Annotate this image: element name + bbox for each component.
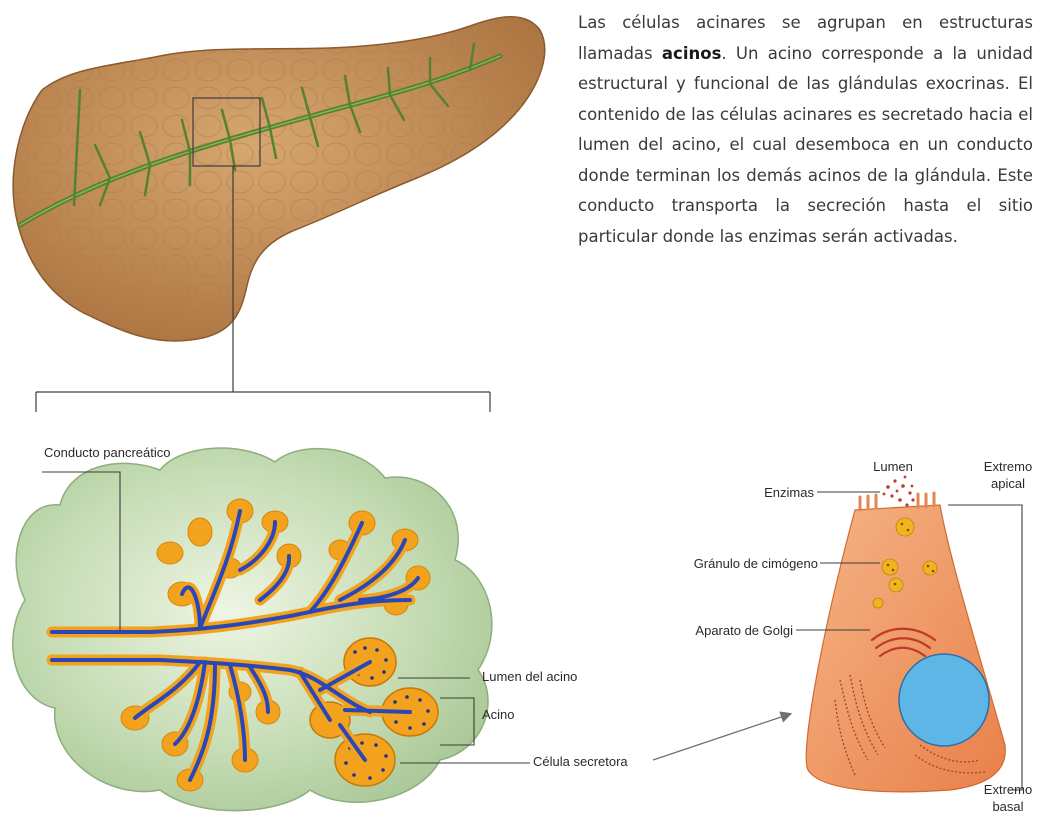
lobule-illustration bbox=[13, 448, 530, 811]
label-extremo-basal-1: Extremo bbox=[976, 782, 1040, 797]
label-lumen: Lumen bbox=[868, 459, 918, 474]
label-conducto-pancreatico: Conducto pancreático bbox=[44, 445, 170, 460]
label-extremo-basal-2: basal bbox=[976, 799, 1040, 814]
description-paragraph: Las células acinares se agrupan en estru… bbox=[578, 8, 1033, 252]
pancreas-illustration bbox=[13, 17, 545, 412]
paragraph-part2: . Un acino corresponde a la unidad estru… bbox=[578, 44, 1033, 246]
label-extremo-apical-2: apical bbox=[976, 476, 1040, 491]
label-lumen-acino: Lumen del acino bbox=[482, 669, 577, 684]
label-celula-secretora: Célula secretora bbox=[533, 754, 628, 769]
label-acino: Acino bbox=[482, 707, 515, 722]
label-aparato-golgi: Aparato de Golgi bbox=[640, 623, 793, 638]
label-extremo-apical-1: Extremo bbox=[976, 459, 1040, 474]
secretory-cell bbox=[796, 476, 1022, 792]
paragraph-bold-term: acinos bbox=[662, 44, 721, 63]
label-enzimas: Enzimas bbox=[720, 485, 814, 500]
zoom-arrow bbox=[653, 714, 790, 760]
label-granulo-cimogeno: Gránulo de cimógeno bbox=[640, 556, 818, 571]
